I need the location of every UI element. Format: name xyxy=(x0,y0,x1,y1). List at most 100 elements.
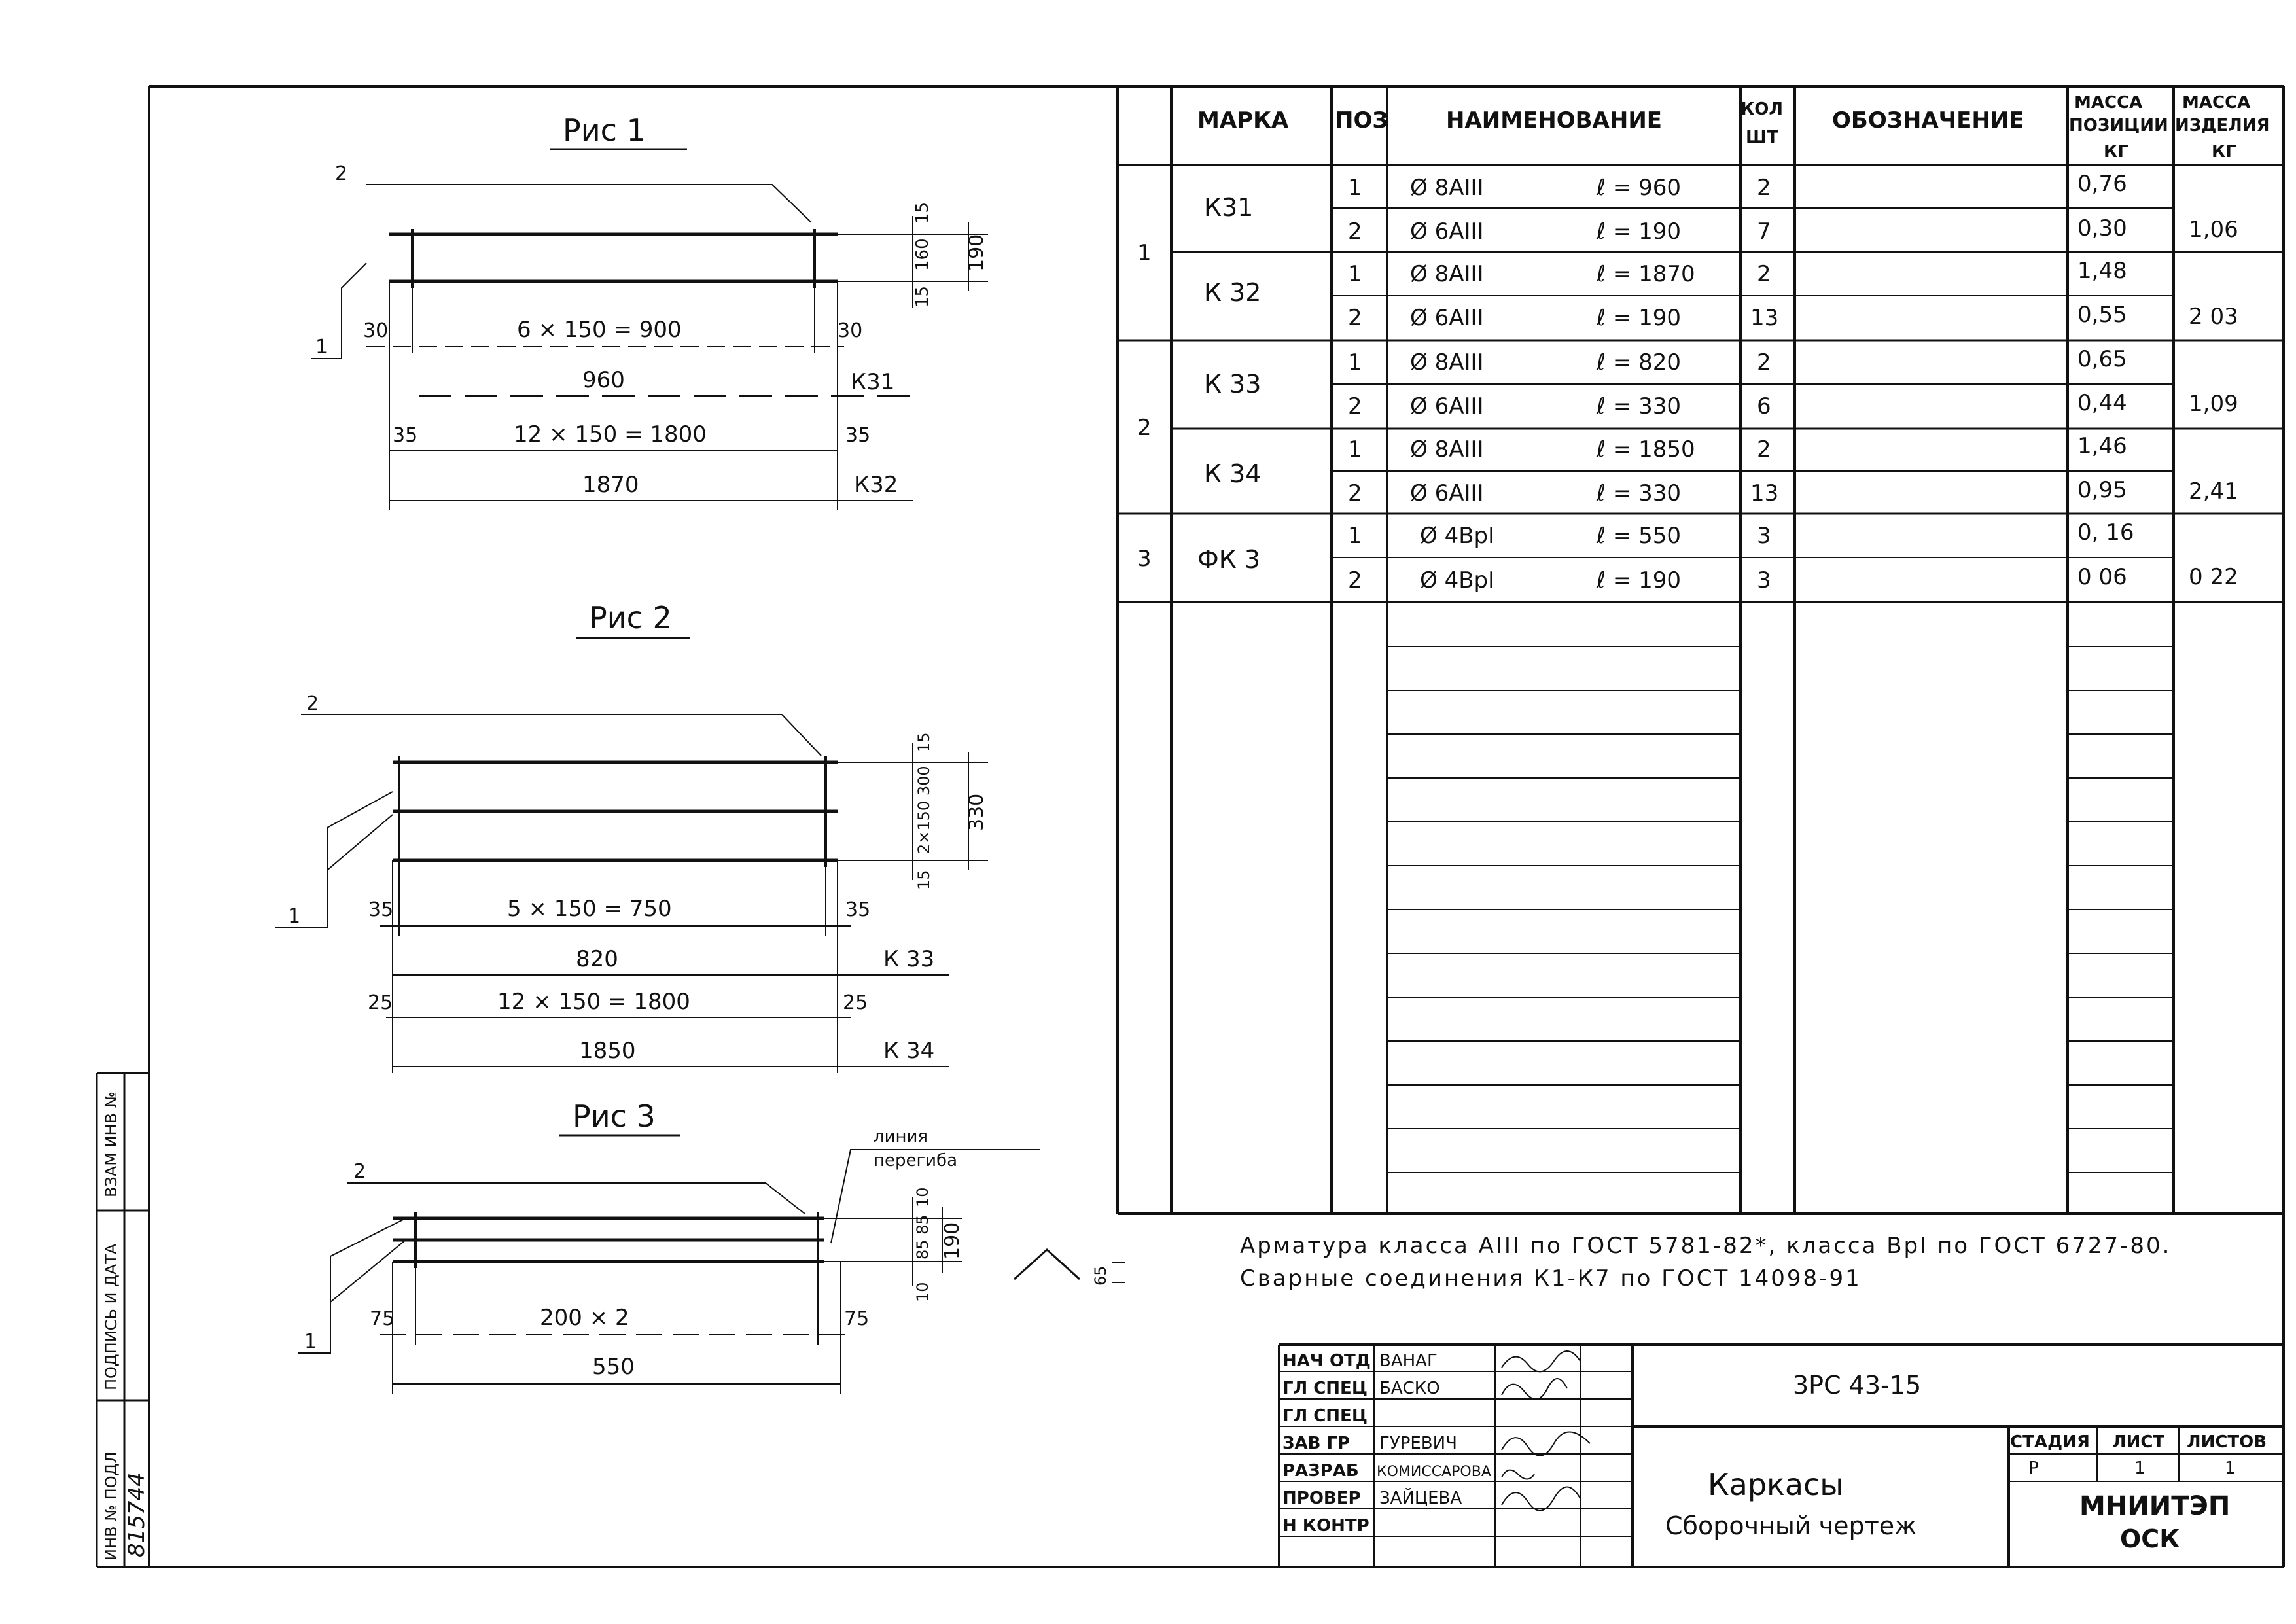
figure-3-dim-end-right: 75 xyxy=(844,1307,869,1330)
figure-3-bend-label-1: линия xyxy=(874,1127,928,1146)
total-k33: 1,09 xyxy=(2189,391,2238,417)
row-poz: 1 xyxy=(1348,349,1362,376)
figure-3-dim-end-left: 75 xyxy=(370,1307,395,1330)
signature-marks xyxy=(1501,1350,1591,1511)
row-len: ℓ = 820 xyxy=(1596,349,1681,376)
figure-3-rods xyxy=(393,1216,824,1263)
figure-3-dim-h-top: 10 xyxy=(913,1187,932,1207)
row-dia: Ø 8AIII xyxy=(1410,349,1484,376)
note-line-1: Арматура класса AIII по ГОСТ 5781-82*, к… xyxy=(1240,1233,2171,1259)
header-kol-2: ШТ xyxy=(1746,128,1778,147)
figure-3-leader-1: 1 xyxy=(304,1330,317,1353)
figure-3-title: Рис 3 xyxy=(573,1099,656,1134)
row-dia: Ø 8AIII xyxy=(1410,436,1484,463)
tb-org-2: ОСК xyxy=(2120,1525,2180,1553)
tb-name-0: ВАНАГ xyxy=(1379,1351,1438,1371)
row-len: ℓ = 550 xyxy=(1596,523,1681,549)
row-poz: 1 xyxy=(1348,175,1362,201)
figure-1: Рис 1 2 1 6 × 150 = 900 30 30 960 К3 xyxy=(311,113,988,510)
row-dia: Ø 4BpI xyxy=(1420,567,1494,593)
header-poz: ПОЗ xyxy=(1335,107,1388,133)
row-mass: 0,76 xyxy=(2077,171,2127,197)
figure-1-dim-spacing: 6 × 150 = 900 xyxy=(517,317,682,343)
header-mpoz-1: МАССА xyxy=(2074,93,2142,113)
tb-sheet-label: ЛИСТ xyxy=(2112,1432,2164,1452)
figure-3-leader-2: 2 xyxy=(353,1160,366,1183)
header-mizd-1: МАССА xyxy=(2182,93,2250,113)
figure-2-rods xyxy=(393,760,838,862)
figure-1-leader-2: 2 xyxy=(335,162,347,185)
figure-1-dim-end-b-right: 35 xyxy=(845,424,870,447)
header-marka: МАРКА xyxy=(1197,107,1289,133)
table-row: 2 Ø 6AIII ℓ = 190 7 0,30 xyxy=(1348,215,2127,245)
row-qty: 2 xyxy=(1757,261,1771,287)
figure-1-mark-b: К32 xyxy=(854,472,898,498)
figure-2-mark-b: К 34 xyxy=(883,1038,934,1064)
row-poz: 2 xyxy=(1348,393,1362,419)
total-fk3: 0 22 xyxy=(2189,564,2238,590)
row-qty: 3 xyxy=(1757,567,1771,593)
mark-k33: К 33 xyxy=(1204,370,1261,398)
figure-3-dim-height: 190 xyxy=(941,1222,964,1260)
figure-2-dim-end-b-left: 25 xyxy=(368,991,393,1014)
header-kol-1: КОЛ xyxy=(1740,99,1783,119)
row-poz: 1 xyxy=(1348,261,1362,287)
figure-1-dim-end-left: 30 xyxy=(363,319,388,342)
row-mass: 0,65 xyxy=(2077,346,2127,372)
header-naim: НАИМЕНОВАНИЕ xyxy=(1446,107,1662,133)
tb-role-0: НАЧ ОТД xyxy=(1282,1351,1371,1371)
figure-2-dim-length-a: 820 xyxy=(576,946,618,972)
row-poz: 1 xyxy=(1348,523,1362,549)
row-poz: 2 xyxy=(1348,480,1362,506)
table-row: 1 Ø 4BpI ℓ = 550 3 0, 16 xyxy=(1348,520,2134,549)
row-len: ℓ = 190 xyxy=(1596,567,1681,593)
figure-2-leader-2: 2 xyxy=(306,692,319,715)
side-stamp-inv-number: 815744 xyxy=(124,1472,150,1557)
row-qty: 2 xyxy=(1757,349,1771,376)
tb-name-1: БАСКО xyxy=(1379,1379,1440,1398)
row-len: ℓ = 330 xyxy=(1596,480,1681,506)
row-len: ℓ = 960 xyxy=(1596,175,1681,201)
row-len: ℓ = 330 xyxy=(1596,393,1681,419)
tb-org-1: МНИИТЭП xyxy=(2079,1491,2230,1521)
figure-2-dim-h-top: 15 xyxy=(915,732,933,752)
table-row: 1 Ø 8AIII ℓ = 1850 2 1,46 xyxy=(1348,433,2127,463)
total-k34: 2,41 xyxy=(2189,478,2238,504)
row-len: ℓ = 190 xyxy=(1596,305,1681,331)
row-len: ℓ = 1850 xyxy=(1596,436,1695,463)
figure-2-dim-spacing: 5 × 150 = 750 xyxy=(507,896,672,922)
spec-table-blank-rows xyxy=(1387,646,2174,1173)
row-mass: 0,44 xyxy=(2077,390,2127,416)
figure-1-dim-end-b-left: 35 xyxy=(393,424,417,447)
tb-role-3: ЗАВ ГР xyxy=(1282,1434,1350,1453)
tb-role-6: Н КОНТР xyxy=(1282,1516,1369,1536)
total-k31: 1,06 xyxy=(2189,217,2238,243)
group-3-fig: 3 xyxy=(1137,546,1152,572)
side-stamp: ВЗАМ ИНВ № ПОДПИСЬ И ДАТА ИНВ № ПОДЛ 815… xyxy=(96,1072,150,1567)
side-stamp-inv-podl: ИНВ № ПОДЛ xyxy=(102,1452,120,1561)
figure-1-rods xyxy=(389,232,838,283)
tb-stage-label: СТАДИЯ xyxy=(2010,1432,2090,1452)
figure-1-dim-end-right: 30 xyxy=(838,319,862,342)
table-row: 2 Ø 4BpI ℓ = 190 3 0 06 xyxy=(1348,564,2127,593)
row-qty: 6 xyxy=(1757,393,1771,419)
figure-2: Рис 2 2 1 5 × 150 = 750 35 35 820 К 33 1 xyxy=(275,600,988,1073)
mark-fk3: ФК 3 xyxy=(1197,545,1260,574)
figure-2-dim-spacing-b: 12 × 150 = 1800 xyxy=(497,989,690,1015)
figure-2-dim-h-mid: 2×150 300 xyxy=(915,766,933,854)
tb-title-1: Каркасы xyxy=(1708,1467,1844,1502)
row-mass: 0,95 xyxy=(2077,477,2127,503)
tb-role-5: ПРОВЕР xyxy=(1282,1489,1361,1508)
figure-3-dim-bend: 65 xyxy=(1091,1265,1110,1286)
sheet-frame xyxy=(97,85,2285,1568)
tb-role-4: РАЗРАБ xyxy=(1282,1461,1359,1481)
header-mizd-2: ИЗДЕЛИЯ xyxy=(2175,116,2270,135)
row-poz: 2 xyxy=(1348,305,1362,331)
row-dia: Ø 6AIII xyxy=(1410,393,1484,419)
header-mpoz-2: ПОЗИЦИИ xyxy=(2069,116,2168,135)
figure-2-dim-end-left: 35 xyxy=(368,898,393,921)
mark-k32: К 32 xyxy=(1204,278,1261,307)
figure-1-dim-length-b: 1870 xyxy=(582,472,639,498)
figure-3-dim-spacing: 200 × 2 xyxy=(540,1305,629,1331)
total-k32: 2 03 xyxy=(2189,304,2238,330)
